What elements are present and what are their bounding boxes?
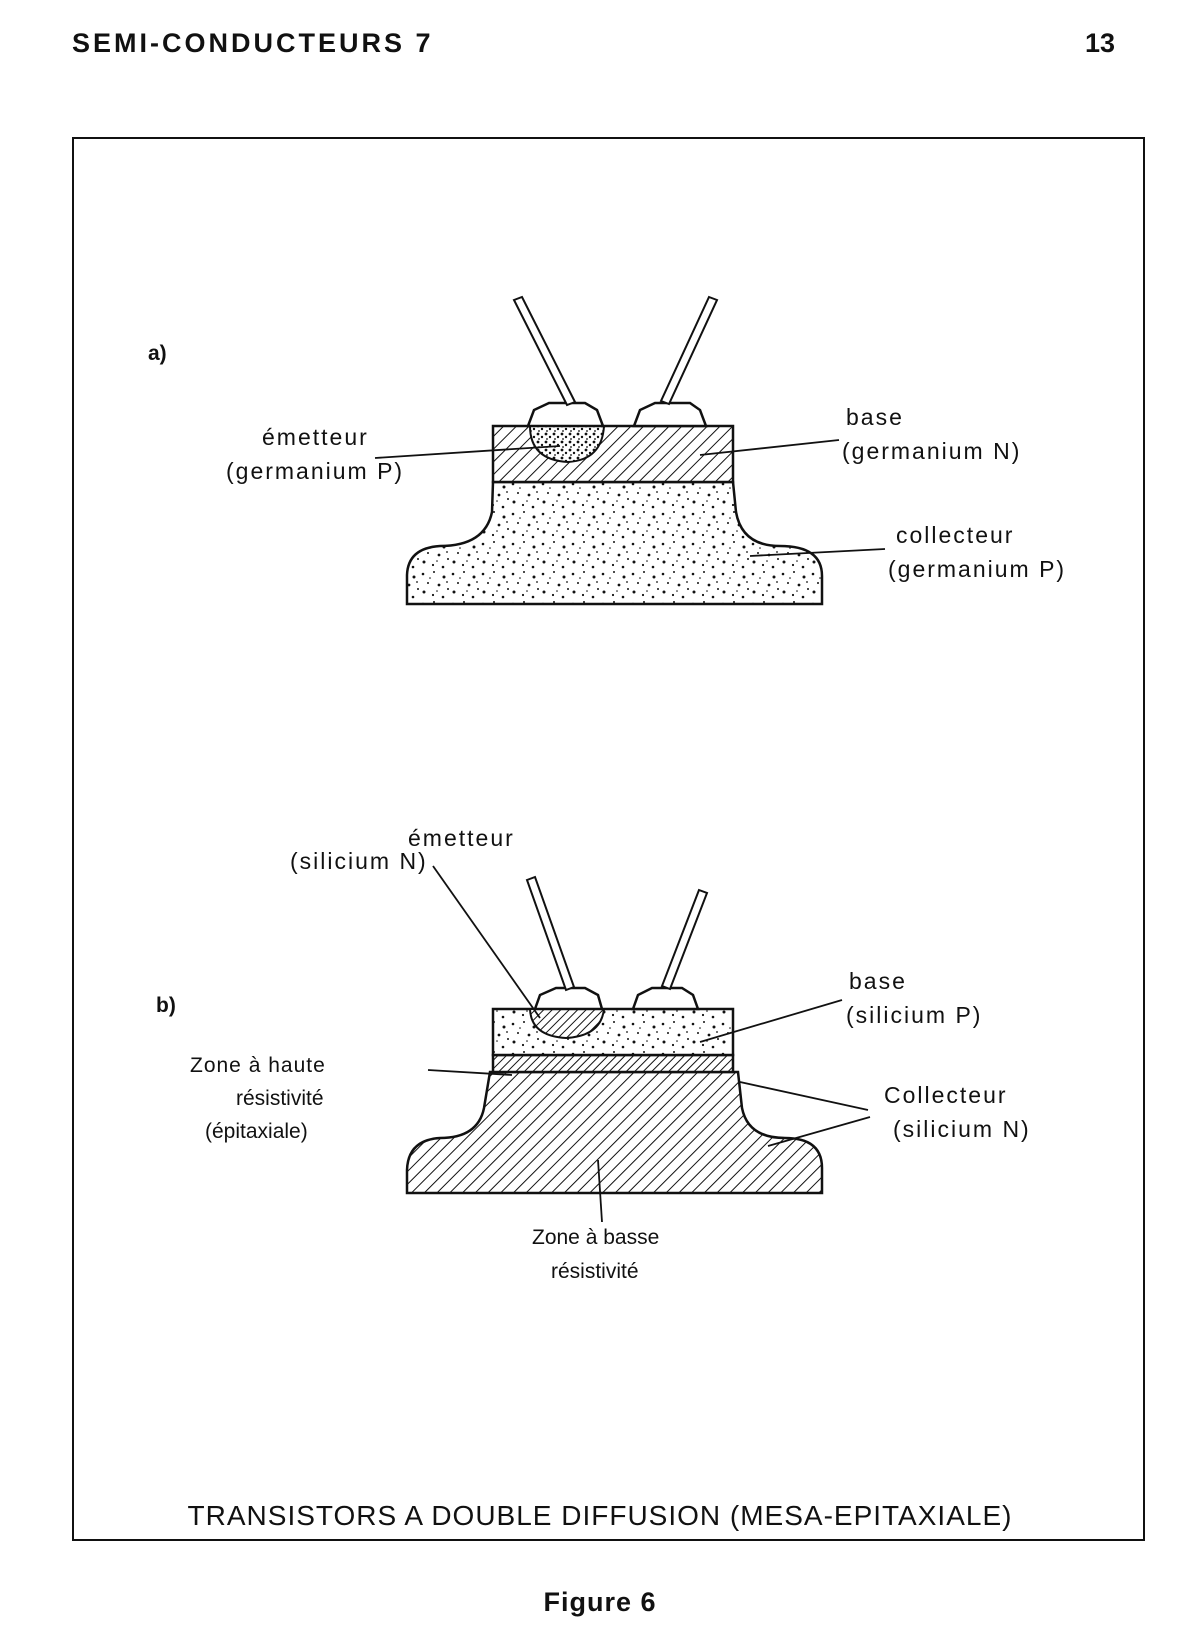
collector-b-label-line2: (silicium N) [893,1116,1031,1142]
leader-low-res-b [597,1159,603,1223]
part-a-label: a) [148,342,167,365]
page-number: 13 [1085,28,1116,58]
emitter-region-a [528,425,606,464]
leader-collector-b1 [739,1081,869,1111]
high-res-label-line1: Zone à haute [190,1054,326,1077]
base-contact-a [632,401,708,428]
collector-a-label-line2: (germanium P) [888,556,1067,582]
high-res-label-line3: (épitaxiale) [205,1120,308,1143]
transistor-b [405,865,871,1223]
figure-caption: TRANSISTORS A DOUBLE DIFFUSION (MESA-EPI… [187,1500,1013,1531]
emitter-b-label-line1: émetteur [408,825,515,851]
emitter-a-label-line1: émetteur [262,424,369,450]
emitter-contact-b [533,986,604,1011]
low-res-label-line1: Zone à basse [532,1226,660,1249]
base-b-label-line1: base [849,968,907,994]
transistor-a [374,295,886,606]
low-res-label-line2: résistivité [551,1260,639,1283]
emitter-wire-b [525,875,576,992]
collector-body-a [405,480,824,606]
collector-a-label-line1: collecteur [896,522,1015,548]
emitter-contact-a [526,401,605,428]
leader-emitter-b [432,865,541,1019]
base-layer-a [491,424,735,484]
base-contact-b [631,986,700,1011]
collector-body-b [405,1070,824,1195]
base-a-label-line2: (germanium N) [842,438,1022,464]
leader-high-res-b [427,1069,513,1076]
base-layer-b [491,1007,735,1057]
base-b-label-line2: (silicium P) [846,1002,983,1028]
base-wire-b [660,888,709,991]
epitaxial-layer-b [491,1053,735,1074]
leader-base-a [699,439,840,456]
emitter-region-b [528,1008,606,1040]
leader-collector-b2 [767,1116,871,1147]
collector-b-label-line1: Collecteur [884,1082,1008,1108]
part-b-label: b) [156,994,176,1017]
base-wire-a [659,295,719,406]
base-a-label-line1: base [846,404,904,430]
high-res-label-line2: résistivité [236,1087,324,1110]
running-header: SEMI-CONDUCTEURS 7 [72,28,434,58]
figure-frame [72,137,1145,1541]
figure-number: Figure 6 [543,1587,657,1617]
emitter-a-label-line2: (germanium P) [226,458,405,484]
emitter-b-label-line2: (silicium N) [290,848,428,874]
leader-base-b [699,999,843,1043]
leader-emitter-a [374,445,561,459]
emitter-wire-a [512,295,577,407]
leader-collector-a [749,548,886,557]
